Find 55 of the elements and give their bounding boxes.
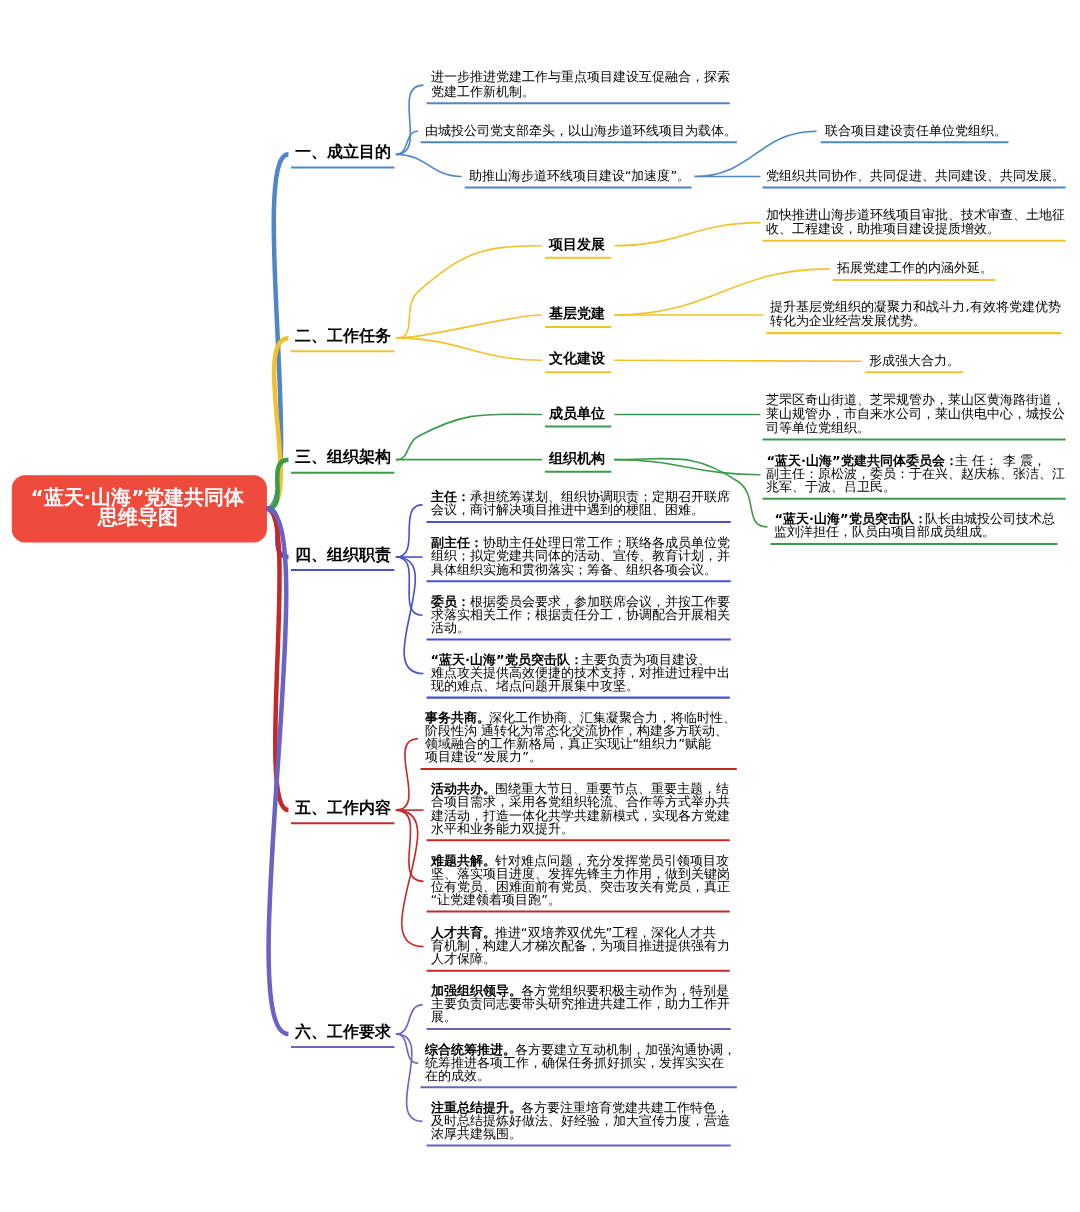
node-text: 提升基层党组织的凝聚力和战斗力,有效将党建优势转化为企业经营发展优势。 bbox=[770, 299, 1061, 329]
node-text: 四、组织职责 bbox=[294, 544, 391, 564]
node-text: 难题共解。针对难点问题，充分发挥党员引领项目攻坚、落实项目进度、发挥先锋主力作用，做到关键岗位有党员、困难面前有党员、突击攻关有党员，真正“让党建领着项目跑”。 bbox=[430, 852, 730, 907]
connector bbox=[613, 314, 765, 316]
node-text: 项目发展 bbox=[549, 235, 606, 252]
connector bbox=[395, 84, 425, 156]
connector bbox=[395, 809, 425, 948]
connector bbox=[395, 413, 543, 461]
connector bbox=[395, 1033, 424, 1123]
connector bbox=[264, 152, 290, 511]
node-text: 文化建设 bbox=[549, 350, 606, 367]
node-text: 副主任：协助主任处理日常工作；联络各成员单位党组织；拟定党建共同体的活动、宣传、教育计划，并具体组织实施和贯彻落实；筹备、组织各项会议。 bbox=[430, 535, 730, 577]
connector bbox=[395, 337, 543, 362]
connector bbox=[693, 175, 762, 178]
connector bbox=[265, 336, 290, 511]
node-text: 基层党建 bbox=[549, 305, 606, 322]
connector bbox=[613, 268, 831, 316]
node-text: 由城投公司党支部牵头，以山海步道环线项目为载体。 bbox=[424, 122, 737, 138]
node-text: 五、工作内容 bbox=[294, 797, 391, 817]
connector bbox=[395, 153, 463, 178]
node-box: “蓝天·山海”党建共同体思维导图 bbox=[11, 475, 267, 543]
node-text: 组织机构 bbox=[549, 449, 606, 466]
node-text: 联合项目建设责任单位党组织。 bbox=[824, 122, 1007, 138]
connector bbox=[395, 130, 419, 156]
connector bbox=[265, 457, 289, 512]
node-text: 助推山海步道环线项目建设“加速度”。 bbox=[468, 167, 691, 183]
node-text: 委员：根据委员会要求，参加联席会议，并按工作要求落实相关工作；根据责任分工，协调配合开展相关活动。 bbox=[430, 593, 730, 635]
connector bbox=[613, 413, 762, 416]
node-text: 一、成立目的 bbox=[294, 142, 391, 162]
connector bbox=[613, 221, 762, 247]
node-text: 活动共办。围绕重大节日、重要节点、重要主题，结合项目需求，采用各党组织轮流、合作等方式举办共建活动，打造一体化共学共建新模式，实现各方党建水平和业务能力双提升。 bbox=[430, 781, 730, 836]
node-text: 注重总结提升。各方要注重培育党建共建工作特色，及时总结提炼好做法、好经验，加大宣传力度，营造浓厚共建氛围。 bbox=[430, 1099, 730, 1141]
node-text: 芝罘区奇山街道、芝罘规管办，莱山区黄海路街道，莱山规管办，市自来水公司，莱山供电中心，城投公司等单位党组织。 bbox=[766, 391, 1066, 435]
node-text: 三、组织架构 bbox=[294, 447, 391, 467]
node-text: 二、工作任务 bbox=[294, 325, 391, 345]
node-text: “蓝天·山海”党建共同体委员会：主 任： 李 震，副主任：原松波，委员：于在兴、赵庆栋、张洁、江兆军、于波、吕卫民。 bbox=[766, 453, 1066, 495]
node-text: 进一步推进党建工作与重点项目建设互促融合，探索党建工作新机制。 bbox=[430, 69, 730, 99]
connector bbox=[613, 359, 863, 363]
node-text: 成员单位 bbox=[549, 404, 606, 421]
node-text: 人才共育。推进“双培养双优先”工程，深化人才共育机制，构建人才梯次配备，为项目推进提供强有力人才保障。 bbox=[430, 925, 730, 967]
node-text: 形成强大合力。 bbox=[868, 352, 960, 368]
node-text: 加快推进山海步道环线项目审批、技术审查、土地征收、工程建设，助推项目建设提质增效。 bbox=[766, 207, 1066, 237]
node-text: 拓展党建工作的内涵外延。 bbox=[836, 260, 993, 276]
connector bbox=[613, 457, 769, 528]
node-text: 六、工作要求 bbox=[294, 1021, 391, 1041]
node-text: 党组织共同协作、共同促进、共同建设、共同发展。 bbox=[766, 167, 1066, 183]
node-text: 综合统筹推进。各方要建立互动机制，加强沟通协调，统筹推进各项工作，确保任务抓好抓实，发挥实实在在的成效。 bbox=[424, 1041, 736, 1083]
connector bbox=[693, 130, 818, 178]
node-text: 主任：承担统筹谋划、组织协调职责；定期召开联席会议，商讨解决项目推进中遇到的梗阻、困难。 bbox=[430, 489, 730, 518]
connector bbox=[395, 556, 425, 675]
node-text: 加强组织领导。各方党组织要积极主动作为，特别是主要负责同志要带头研究推进共建工作，助力工作开展。 bbox=[430, 983, 730, 1025]
node-text: “蓝天·山海”党员突击队：队长由城投公司技术总监刘洋担任，队员由项目部成员组成。 bbox=[774, 511, 1056, 540]
node-text: 事务共商。深化工作协商、汇集凝聚合力，将临时性、阶段性沟 通转化为常态化交流协作，构建多方联动、领域融合的工作新格局，真正实现让“组织力”赋能项目建设“发展力”。 bbox=[424, 710, 736, 765]
node-text: “蓝天·山海”党员突击队：主要负责为项目建设、难点攻关提供高效便捷的技术支持，对推进过程中出现的难点、堵点问题开展集中攻坚。 bbox=[430, 651, 730, 693]
connector bbox=[395, 458, 543, 461]
